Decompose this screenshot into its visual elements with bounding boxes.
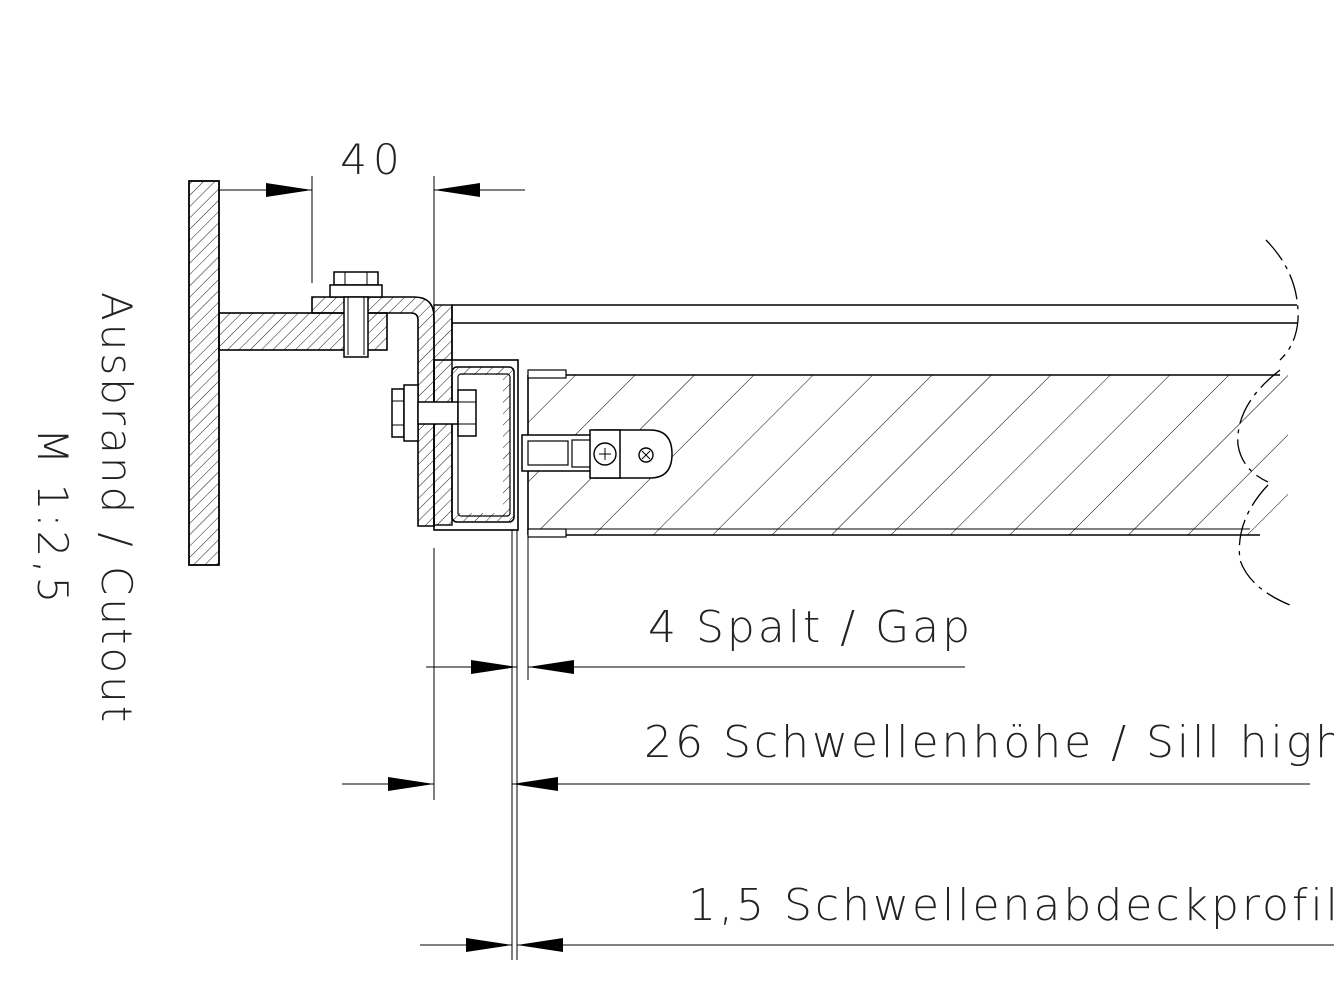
dimension-sill-height: 26 Schwellenhöhe / Sill hight: [342, 717, 1334, 791]
dimension-40-label: 40: [340, 135, 405, 184]
side-bolt: [391, 384, 477, 442]
dimension-cover-profile-label: 1,5 Schwellenabdeckprofil / S: [688, 880, 1334, 931]
break-lines: [1237, 239, 1334, 608]
dimension-gap-label: 4 Spalt / Gap: [648, 602, 973, 653]
dimension-40: 40: [219, 135, 525, 197]
sill-profile: [433, 359, 519, 531]
dimension-cover-profile: 1,5 Schwellenabdeckprofil / S: [420, 880, 1334, 952]
wall-section: [188, 180, 220, 566]
angle-bracket: [311, 296, 435, 527]
top-bolt: [329, 271, 383, 358]
cutout-label: Ausbrand / Cutout: [92, 292, 141, 725]
dimension-gap: 4 Spalt / Gap: [426, 602, 973, 674]
dimension-sill-height-label: 26 Schwellenhöhe / Sill hight: [644, 717, 1334, 768]
scale-label: M 1:2,5: [28, 428, 77, 606]
fitting: [521, 429, 673, 479]
